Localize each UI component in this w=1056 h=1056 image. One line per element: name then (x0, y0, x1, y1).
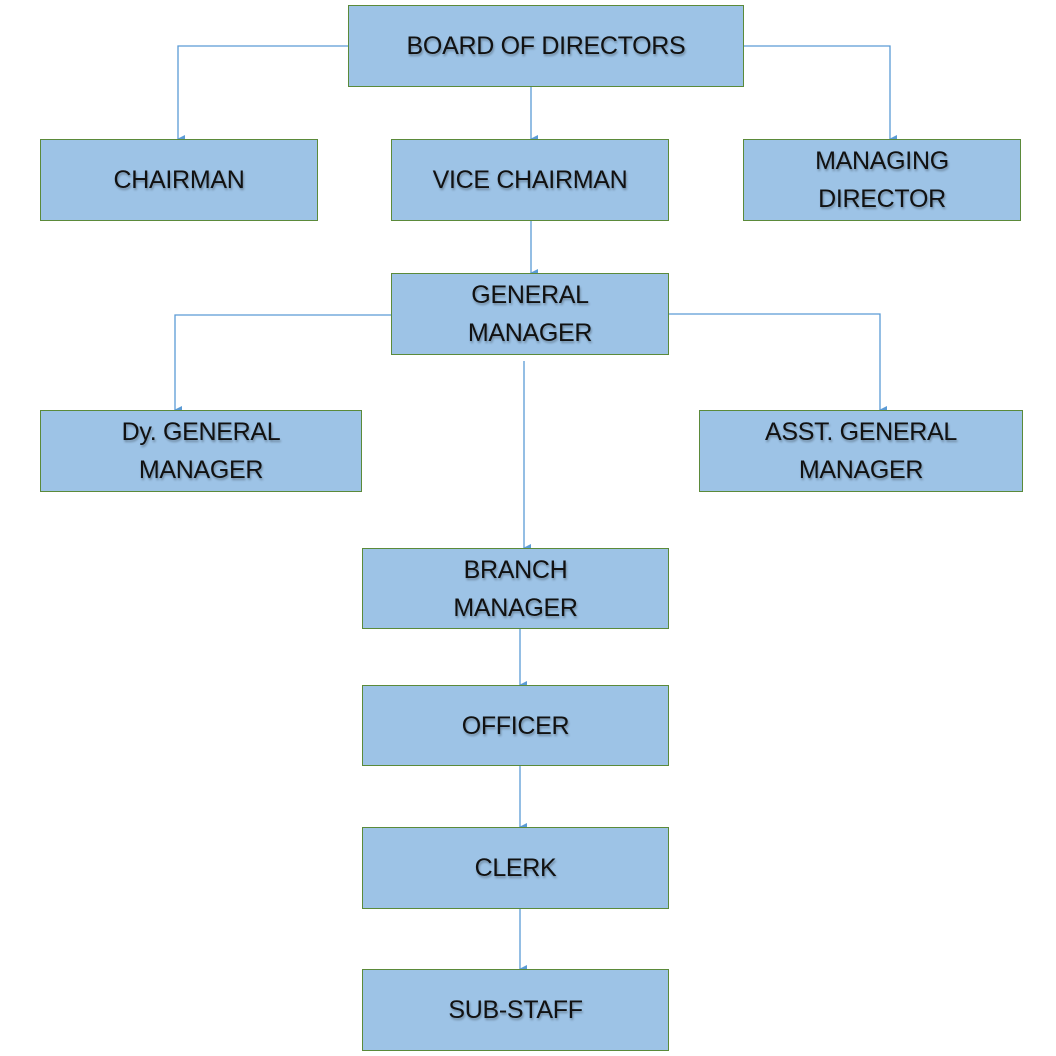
node-managing-director: MANAGING DIRECTOR (743, 139, 1021, 221)
connector-board-md (744, 45, 897, 143)
node-board-of-directors: BOARD OF DIRECTORS (348, 5, 744, 87)
node-label: GENERAL MANAGER (467, 281, 593, 347)
node-vice-chairman: VICE CHAIRMAN (391, 139, 669, 221)
node-officer: OFFICER (362, 685, 669, 766)
connector-board-chairman (177, 45, 348, 143)
node-clerk: CLERK (362, 827, 669, 909)
node-label: MANAGING DIRECTOR (815, 147, 949, 213)
node-label: VICE CHAIRMAN (432, 166, 628, 194)
connector-gm-agm (669, 313, 887, 414)
node-label: CHAIRMAN (113, 166, 245, 194)
node-label: OFFICER (461, 711, 570, 740)
node-label: SUB-STAFF (448, 996, 583, 1024)
connector-gm-dygm (174, 314, 391, 414)
node-branch-manager: BRANCH MANAGER (362, 548, 669, 629)
node-label: ASST. GENERAL MANAGER (765, 418, 957, 484)
node-sub-staff: SUB-STAFF (362, 969, 669, 1051)
node-label: Dy. GENERAL MANAGER (121, 418, 281, 484)
node-label: BOARD OF DIRECTORS (406, 32, 686, 60)
node-label: BRANCH MANAGER (453, 555, 578, 622)
node-asst-general-manager: ASST. GENERAL MANAGER (699, 410, 1023, 492)
node-dy-general-manager: Dy. GENERAL MANAGER (40, 410, 362, 492)
node-label: CLERK (474, 854, 557, 882)
node-general-manager: GENERAL MANAGER (391, 273, 669, 355)
node-chairman: CHAIRMAN (40, 139, 318, 221)
